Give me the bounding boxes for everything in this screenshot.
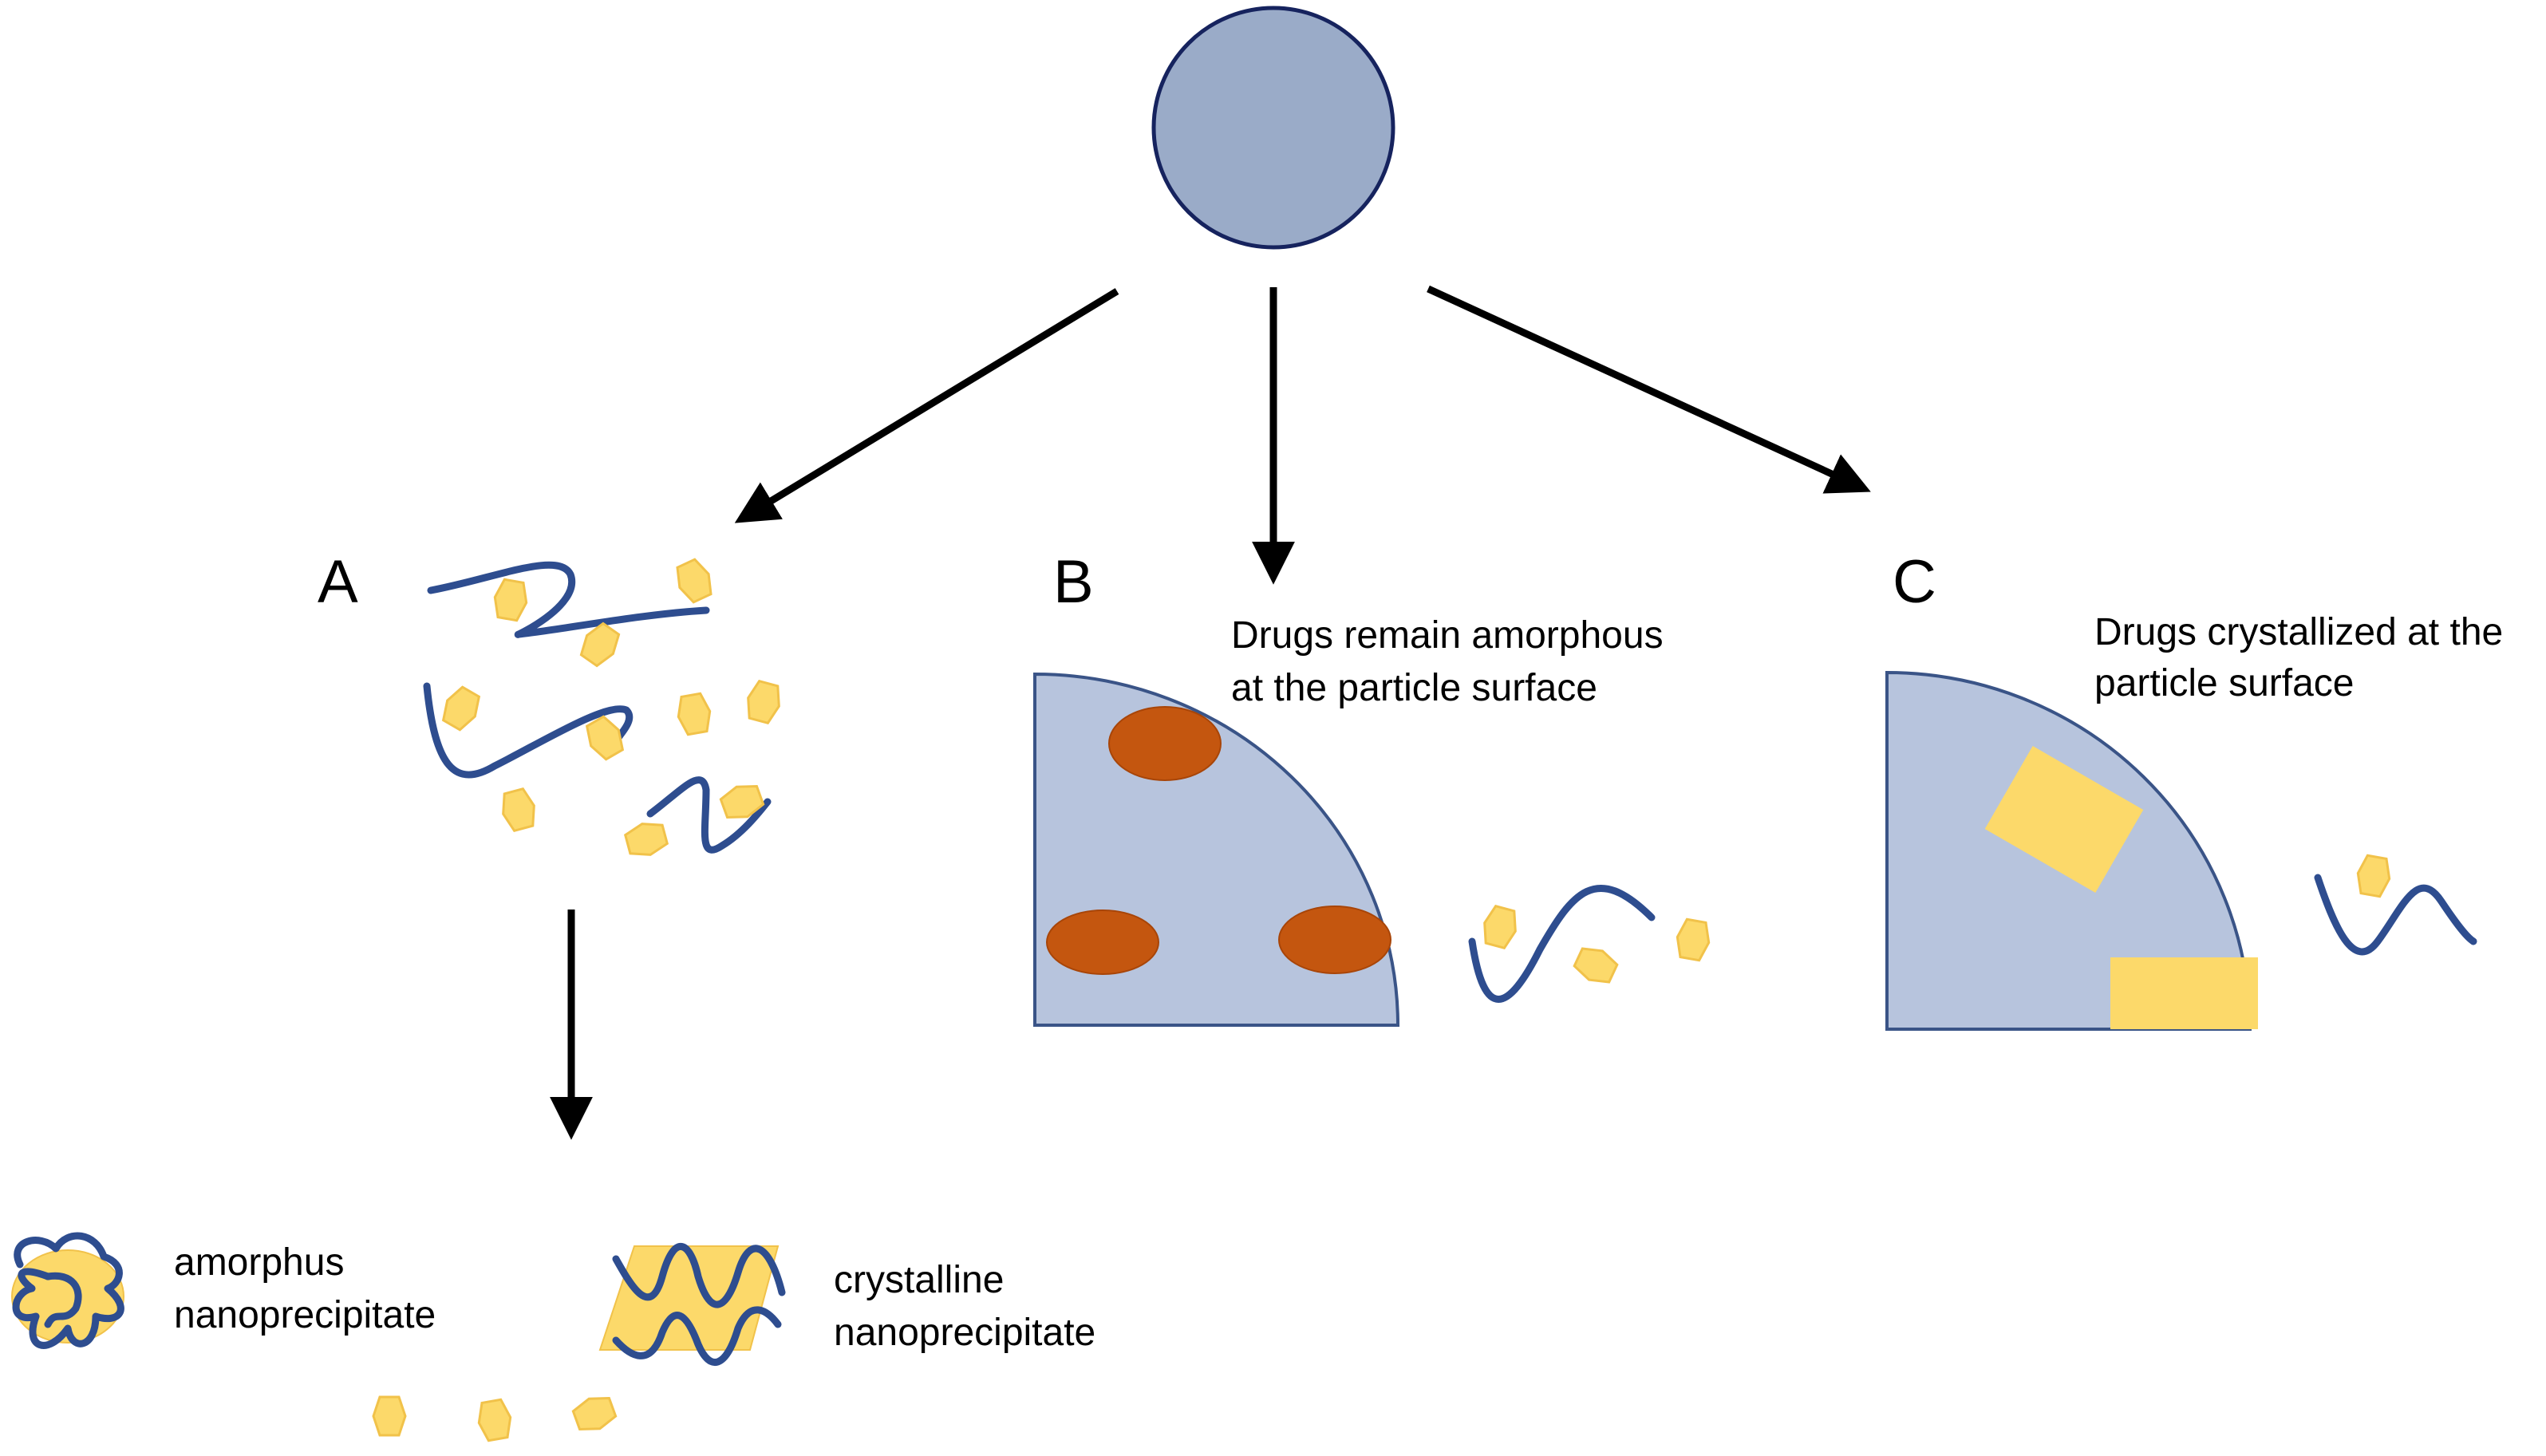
drug-molecule [570,1391,619,1437]
amorphous-outcome-line2: nanoprecipitate [174,1294,436,1336]
panel-c-scene: Drugs crystallized at the particle surfa… [1885,611,2503,1031]
panel-c-caption-line2: particle surface [2094,662,2354,704]
drug-molecule [372,1395,407,1437]
drug-molecule [673,691,715,737]
drug-molecule [1478,903,1522,951]
arrow-to-a [734,288,1119,523]
panel-a-scene [423,555,786,862]
amorphous-nanoprecipitate-icon [11,1232,124,1349]
panel-label-c: C [1893,548,1936,616]
polymer-strand [12,1232,124,1349]
amorphous-drug-domain [1046,910,1159,975]
polymer-strand [427,561,710,638]
source-particle [1151,6,1395,250]
polymer-strand [612,1243,786,1308]
drug-molecule [436,682,486,735]
polymer-strand [612,1306,782,1366]
amorphous-outcome-line1: amorphus [174,1241,344,1284]
panel-b-caption-line2: at the particle surface [1231,667,1597,709]
crystalline-outcome-line2: nanoprecipitate [834,1312,1095,1354]
drug-molecule [2353,853,2394,899]
panel-label-b: B [1053,548,1094,616]
crystalline-nanoprecipitate-icon [598,1243,786,1366]
crystalline-drug-block [2110,957,2258,1029]
polymer-strand [2314,874,2477,956]
crystalline-outcome-line1: crystalline [834,1259,1004,1301]
drug-molecule [474,1397,515,1443]
arrow-to-c [1427,285,1871,494]
drug-molecule [670,555,718,606]
drug-molecule [496,786,541,834]
polymer-strand [44,1272,82,1328]
drug-molecule [1570,941,1621,989]
drug-molecule [741,678,786,726]
drug-molecule [1672,917,1714,963]
polymer-strand [423,682,634,779]
panel-c-caption-line1: Drugs crystallized at the [2094,611,2503,653]
free-drug-molecules [372,1391,619,1443]
crystalline-drug-block [1984,746,2144,893]
panel-b-caption-line1: Drugs remain amorphous [1231,614,1664,657]
polymer-strand [1468,884,1656,1003]
amorphous-drug-domain [1278,906,1391,974]
panel-b-scene: Drugs remain amorphous at the particle s… [1033,614,1714,1027]
polymer-strand [646,776,772,854]
amorphous-drug-domain [1108,706,1222,781]
drug-molecule [490,577,531,623]
panel-label-a: A [318,548,358,616]
drug-molecule [622,817,670,862]
